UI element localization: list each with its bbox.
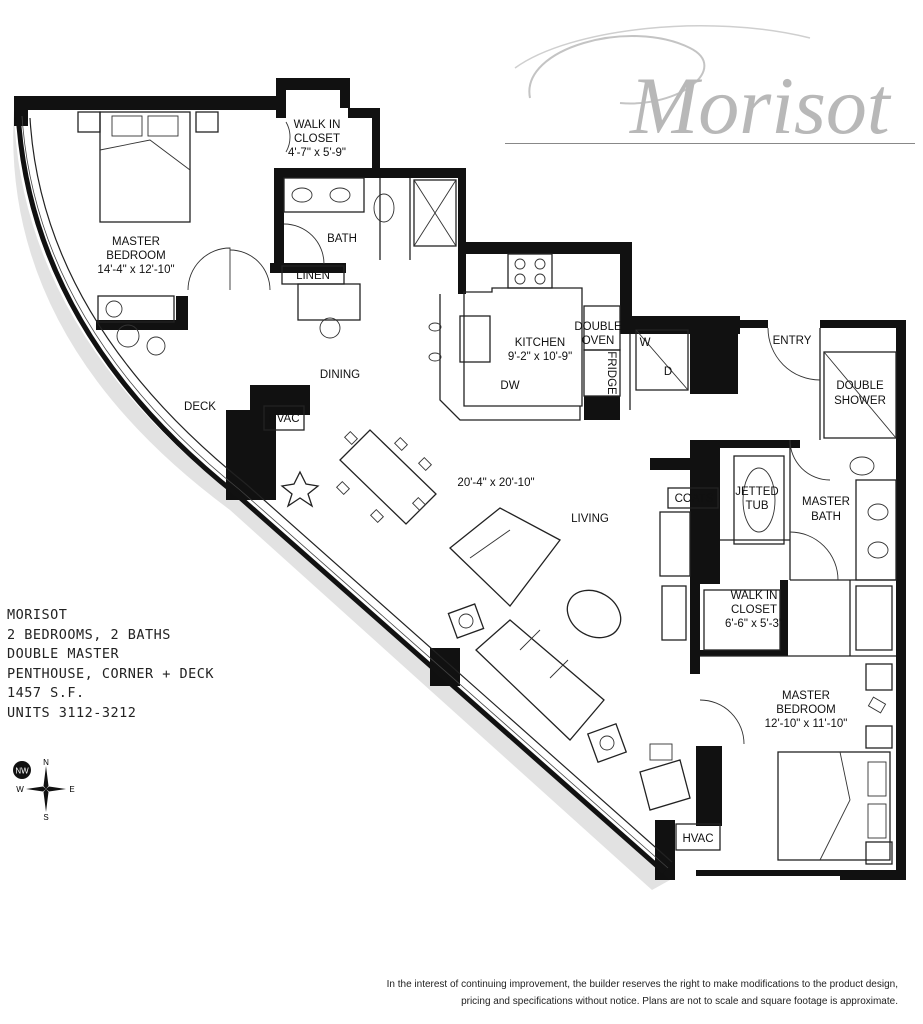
compass-s: S <box>43 813 48 820</box>
living-label: LIVING <box>571 513 609 525</box>
jetted-tub-l2: TUB <box>746 500 769 512</box>
hvac-1-label: HVAC <box>268 413 299 425</box>
compass-n: N <box>43 758 49 767</box>
walk-in-closet-1-name2: CLOSET <box>294 133 340 145</box>
info-line: MORISOT <box>7 607 68 623</box>
disclaimer-line-2: pricing and specifications without notic… <box>461 996 898 1007</box>
info-line: DOUBLE MASTER <box>7 646 120 662</box>
dining-label: DINING <box>320 369 360 381</box>
master-bedroom-1-name1: MASTER <box>112 236 160 248</box>
entry-label: ENTRY <box>773 335 812 347</box>
morisot-logo: Morisot <box>514 25 892 148</box>
walls <box>14 78 906 880</box>
brand-name: Morisot <box>629 60 892 148</box>
info-line: PENTHOUSE, CORNER + DECK <box>7 665 215 682</box>
master-bath-l1: MASTER <box>802 496 850 508</box>
kitchen-name: KITCHEN <box>515 337 565 349</box>
walk-in-closet-1-dims: 4'-7" x 5'-9" <box>288 147 346 159</box>
double-shower-l1: DOUBLE <box>836 380 884 392</box>
master-bath-2-fixtures <box>733 351 897 581</box>
room-labels: WALK IN CLOSET 4'-7" x 5'-9" MASTER BEDR… <box>97 119 886 851</box>
linen-label: LINEN <box>296 270 330 282</box>
master-bedroom-2-name1: MASTER <box>782 690 830 702</box>
coats-label: COATS <box>675 493 714 505</box>
bed-2 <box>777 663 893 865</box>
living-dims: 20'-4" x 20'-10" <box>457 477 534 489</box>
compass-icon: NW N S W E <box>13 758 75 820</box>
jetted-tub-l1: JETTED <box>735 486 778 498</box>
double-oven-l2: OVEN <box>582 335 615 347</box>
bath-label: BATH <box>327 233 357 245</box>
walk-in-closet-1-name1: WALK IN <box>294 119 341 131</box>
deck-label: DECK <box>184 401 216 413</box>
bath-1-fixtures <box>283 177 457 247</box>
info-line: 1457 S.F. <box>7 685 85 701</box>
kitchen-dims: 9'-2" x 10'-9" <box>508 351 572 363</box>
living-furniture <box>447 507 691 811</box>
dryer-label: D <box>664 366 672 378</box>
double-shower-l2: SHOWER <box>834 395 886 407</box>
disclaimer: In the interest of continuing improvemen… <box>340 976 898 1010</box>
partitions <box>379 178 896 657</box>
compass-badge: NW <box>15 767 29 776</box>
master-bath-l2: BATH <box>811 511 841 523</box>
unit-info: MORISOT 2 BEDROOMS, 2 BATHS DOUBLE MASTE… <box>7 606 214 723</box>
info-line: UNITS 3112-3212 <box>7 704 137 721</box>
walk-in-closet-2-name1: WALK IN <box>731 590 778 602</box>
disclaimer-line-1: In the interest of continuing improvemen… <box>386 979 898 990</box>
master-bedroom-2-name2: BEDROOM <box>776 704 835 716</box>
doors <box>187 121 839 745</box>
washer-label: W <box>640 337 651 349</box>
kitchen-fixtures <box>428 253 689 421</box>
dw-label: DW <box>500 380 519 392</box>
master-bedroom-2-dims: 12'-10" x 11'-10" <box>765 718 848 730</box>
walk-in-closet-2-name2: CLOSET <box>731 604 777 616</box>
info-line: 2 BEDROOMS, 2 BATHS <box>7 626 171 643</box>
hvac-2-label: HVAC <box>682 833 713 845</box>
master-bedroom-1-dims: 14'-4" x 12'-10" <box>97 264 174 276</box>
bed-1 <box>77 111 219 356</box>
compass-w: W <box>16 785 24 794</box>
dining-table <box>335 429 437 525</box>
walk-in-closet-2-dims: 6'-6" x 5'-3" <box>725 618 783 630</box>
double-oven-l1: DOUBLE <box>574 321 622 333</box>
brand-rule <box>505 143 915 144</box>
fridge-label: FRIDGE <box>605 351 617 395</box>
master-bedroom-1-name2: BEDROOM <box>106 250 165 262</box>
compass-e: E <box>69 785 74 794</box>
